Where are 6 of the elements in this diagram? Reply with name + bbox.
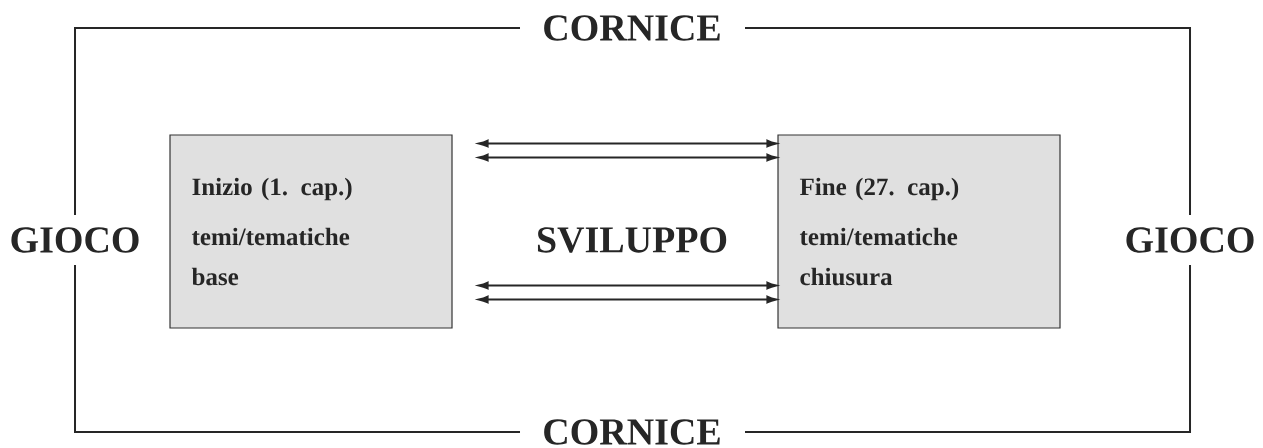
label: SVILUPPO xyxy=(537,227,727,253)
text-box: Inizio (1. cap.) temi/tematiche base xyxy=(169,134,453,329)
label: CORNICE xyxy=(544,419,720,445)
text-box: Fine (27. cap.) temi/tematiche chiusura xyxy=(777,134,1061,329)
label: CORNICE xyxy=(544,15,720,41)
label: GIOCO xyxy=(1126,227,1254,253)
